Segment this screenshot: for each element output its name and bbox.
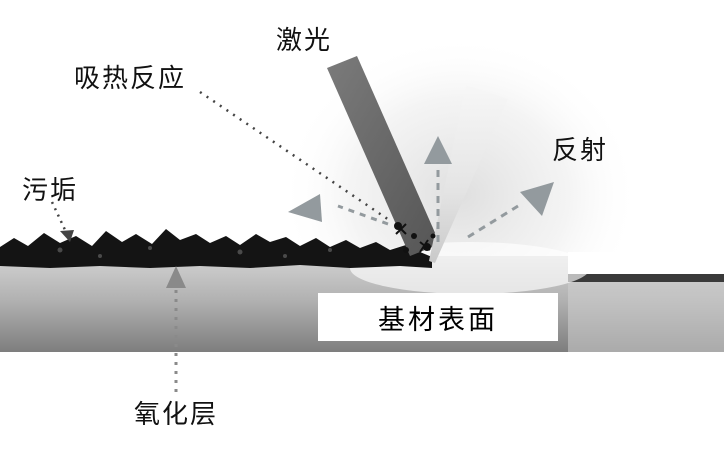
left-arrow-icon <box>288 194 322 222</box>
dirt-texture <box>57 246 332 258</box>
dirt-leader-arrow-icon <box>60 230 74 242</box>
reflection-arrows <box>288 136 554 242</box>
reflection-label: 反射 <box>552 135 609 165</box>
oxide-leader-arrow-icon <box>166 266 186 288</box>
right-arrow-icon <box>520 182 554 216</box>
cleaned-area-cutout <box>568 252 724 278</box>
heat-absorption-leader <box>199 90 393 224</box>
heat-absorption-label: 吸热反应 <box>74 63 187 93</box>
oxide-layer-label: 氧化层 <box>134 399 219 429</box>
dirt-layer <box>0 229 432 268</box>
left-arrow-shaft <box>337 204 389 226</box>
right-arrow-shaft <box>467 204 519 239</box>
substrate-surface-label: 基材表面 <box>318 293 558 341</box>
dirt-label: 污垢 <box>22 175 79 205</box>
impact-sparks <box>394 222 436 253</box>
up-arrow-icon <box>424 136 452 164</box>
cleaned-area-top-edge <box>568 274 724 282</box>
reflected-beam <box>429 85 508 263</box>
laser-label: 激光 <box>276 25 333 55</box>
laser-beam <box>327 56 440 256</box>
cleaned-area-surface <box>568 282 724 352</box>
